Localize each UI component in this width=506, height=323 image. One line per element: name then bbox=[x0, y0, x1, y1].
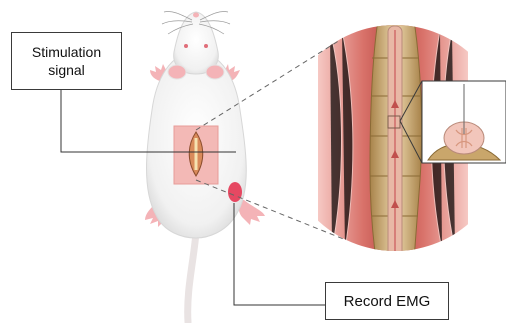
record-emg-box: Record EMG bbox=[325, 282, 449, 320]
rat-nose bbox=[193, 13, 199, 18]
rat-ear-right bbox=[206, 65, 224, 79]
rat-illustration bbox=[145, 11, 265, 322]
rat-tail bbox=[188, 232, 196, 322]
rat-head bbox=[174, 12, 219, 74]
rat-eye-right bbox=[204, 44, 208, 48]
emg-electrode bbox=[228, 182, 242, 202]
stimulation-signal-box: Stimulation signal bbox=[11, 32, 122, 90]
rat-eye-left bbox=[184, 44, 188, 48]
record-emg-label: Record EMG bbox=[344, 293, 431, 310]
stimulation-label-line2: signal bbox=[48, 61, 85, 79]
rat-ear-left bbox=[168, 65, 186, 79]
stimulation-label-line1: Stimulation bbox=[32, 43, 101, 61]
rat-hind-foot-right bbox=[239, 200, 265, 225]
